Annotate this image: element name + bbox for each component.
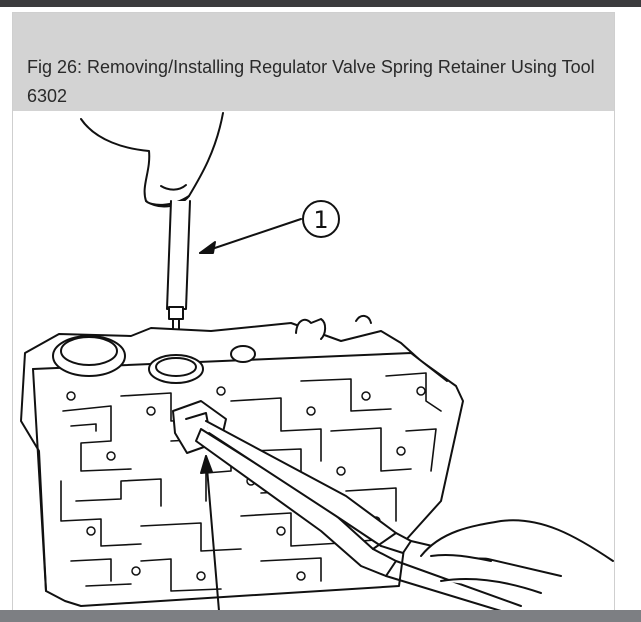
figure-caption: Fig 26: Removing/Installing Regulator Va… [27,57,595,106]
figure-container: Fig 26: Removing/Installing Regulator Va… [12,12,615,612]
tool-6302 [166,200,191,370]
window-top-strip [0,0,641,7]
figure-illustration: 1 [13,111,614,611]
valve-body-drawing: 1 [20,112,614,611]
callout-1-leader [199,218,302,254]
callout-1-number: 1 [313,206,328,234]
needle-nose-pliers [195,420,562,611]
window-bottom-strip [0,610,641,622]
caption-bar: Fig 26: Removing/Installing Regulator Va… [13,13,614,111]
lower-hand [420,519,614,594]
lower-pointer [200,455,220,611]
callout-1-badge [302,200,340,238]
upper-hand [80,112,224,208]
